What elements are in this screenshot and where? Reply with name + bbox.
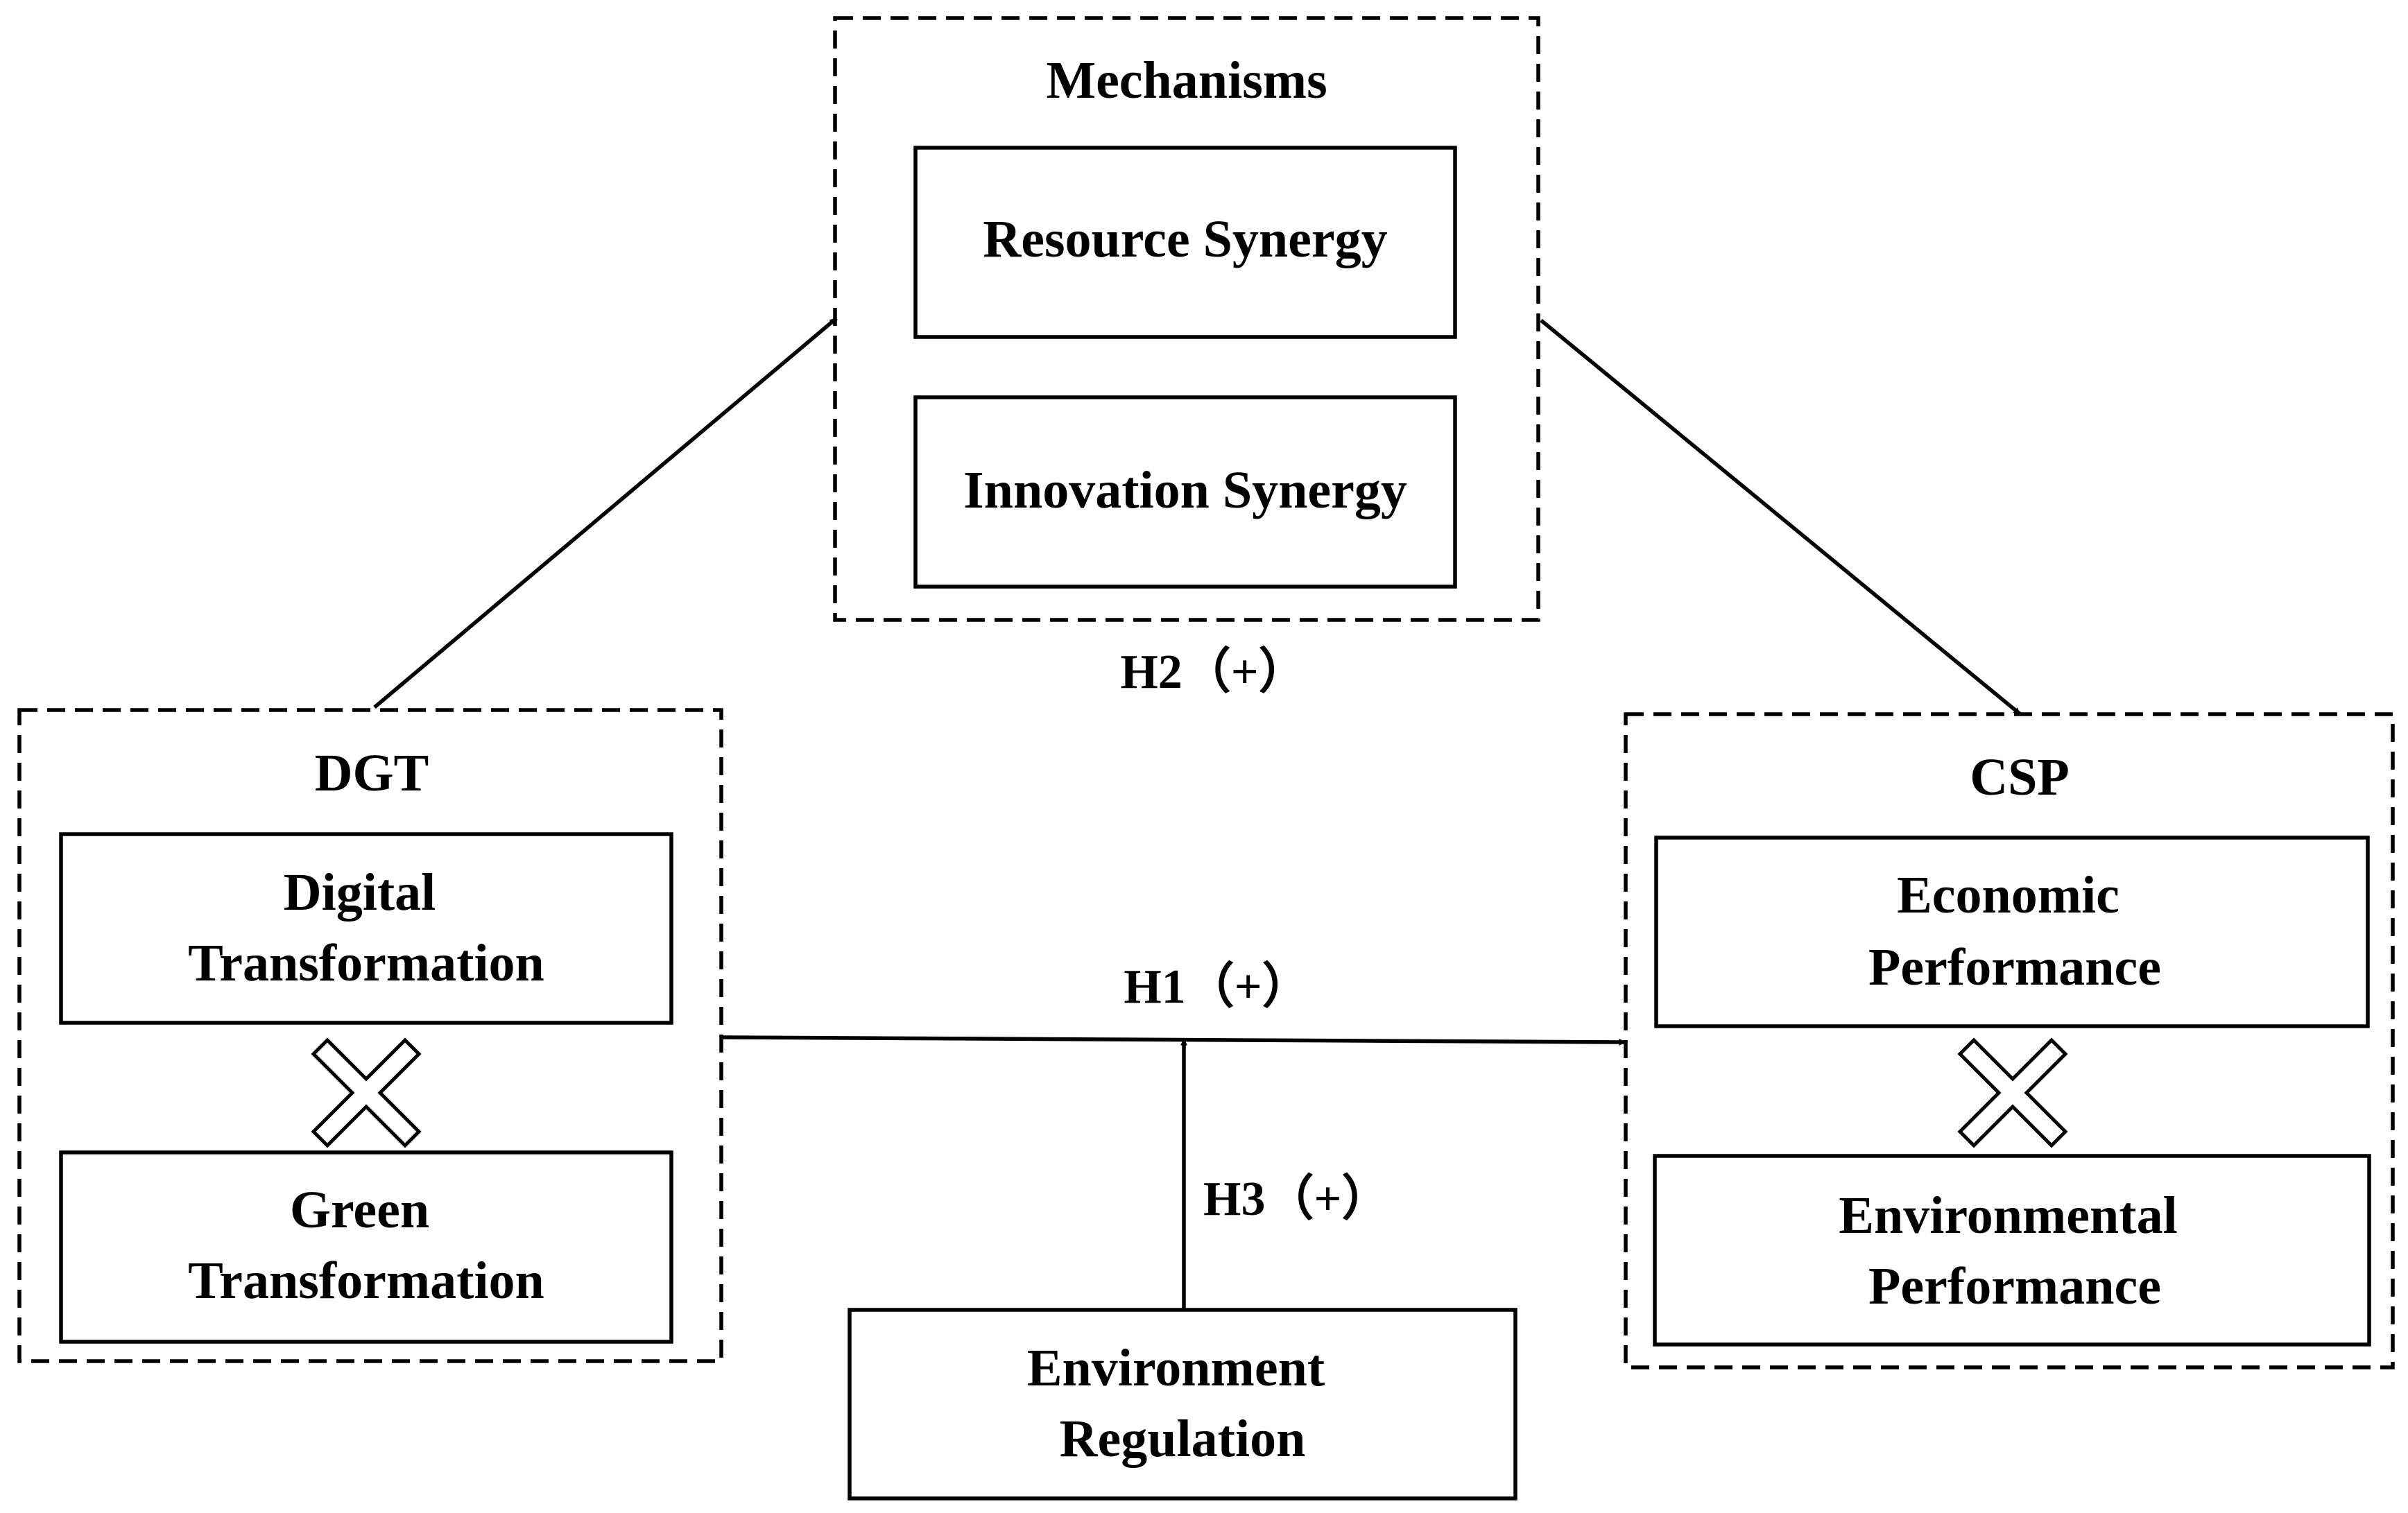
csp-group: CSP Economic Performance Environmental P… xyxy=(1624,712,2395,1369)
environment-regulation-line2: Regulation xyxy=(1060,1410,1306,1468)
digital-transformation-label: Digital Transformation xyxy=(188,863,544,992)
csp-title: CSP xyxy=(1970,748,2070,806)
h2-arrow-dgt-to-mechanisms xyxy=(373,316,838,709)
dgt-group: DGT Digital Transformation Green Transfo… xyxy=(17,708,723,1363)
environment-regulation-label: Environment Regulation xyxy=(1027,1339,1338,1468)
green-transformation-line2: Transformation xyxy=(188,1252,544,1310)
economic-performance-label: Economic Performance xyxy=(1868,866,2161,996)
digital-transformation-line1: Digital xyxy=(284,863,436,922)
resource-synergy-label: Resource Synergy xyxy=(983,210,1387,268)
economic-performance-line1: Economic xyxy=(1897,866,2119,924)
environment-regulation-box xyxy=(848,1308,1517,1501)
resource-synergy-box xyxy=(913,146,1457,339)
environmental-performance-line2: Performance xyxy=(1868,1257,2161,1315)
h1-arrow-dgt-to-csp xyxy=(721,1035,1626,1046)
mechanisms-title: Mechanisms xyxy=(1046,51,1327,110)
environmental-performance-line1: Environmental xyxy=(1839,1186,2177,1245)
environment-regulation-line1: Environment xyxy=(1027,1339,1325,1397)
mechanisms-group: Mechanisms Resource Synergy Innovation S… xyxy=(833,16,1540,622)
h1-label: H1（+） xyxy=(1124,960,1310,1014)
economic-performance-box xyxy=(1654,836,2370,1028)
dgt-interaction-cross-icon xyxy=(311,1037,422,1148)
environmental-performance-box xyxy=(1653,1154,2371,1347)
innovation-synergy-label: Innovation Synergy xyxy=(963,461,1407,519)
green-transformation-line1: Green xyxy=(290,1181,429,1239)
green-transformation-box xyxy=(59,1150,673,1344)
innovation-synergy-box xyxy=(913,395,1457,589)
environment-regulation-group: Environment Regulation xyxy=(848,1308,1517,1501)
economic-performance-line2: Performance xyxy=(1868,938,2161,996)
digital-transformation-box xyxy=(59,832,673,1025)
digital-transformation-line2: Transformation xyxy=(188,934,544,992)
csp-interaction-cross-icon xyxy=(1957,1037,2068,1148)
h2-arrow-mechanisms-to-csp xyxy=(1540,318,2022,716)
dgt-title: DGT xyxy=(315,744,429,802)
h3-label: H3（+） xyxy=(1203,1172,1390,1226)
green-transformation-label: Green Transformation xyxy=(188,1181,544,1310)
environmental-performance-label: Environmental Performance xyxy=(1839,1186,2190,1315)
h2-label: H2（+） xyxy=(1120,645,1307,699)
dgt-dashed-frame xyxy=(17,708,723,1363)
